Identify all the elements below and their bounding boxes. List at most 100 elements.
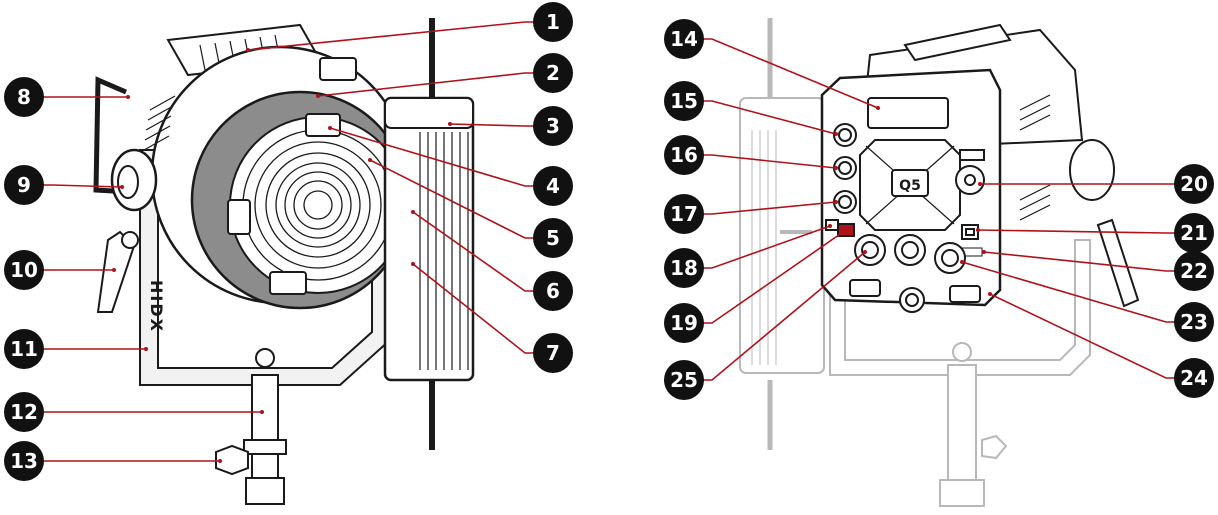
battery-top-cap — [384, 97, 474, 129]
callout-number-7: 7 — [546, 341, 560, 365]
leader-end-20 — [978, 182, 982, 186]
leader-end-17 — [834, 200, 838, 204]
callout-number-15: 15 — [670, 89, 698, 113]
ghost-yoke — [829, 239, 1091, 376]
callout-circle-23 — [1174, 302, 1214, 342]
callout-badge-20: 20 — [1174, 164, 1214, 204]
callout-badge-24: 24 — [1174, 358, 1214, 398]
leader-end-23 — [960, 260, 964, 264]
callout-number-25: 25 — [670, 368, 698, 392]
callout-number-4: 4 — [546, 174, 560, 198]
callout-circle-1 — [533, 2, 573, 42]
callout-number-24: 24 — [1180, 366, 1208, 390]
callout-circle-13 — [4, 441, 44, 481]
callout-badge-22: 22 — [1174, 251, 1214, 291]
callout-badge-9: 9 — [4, 165, 44, 205]
ghost-battery — [739, 97, 825, 374]
leader-end-3 — [448, 122, 452, 126]
yoke-lock-lever — [96, 230, 136, 313]
rear-logo: Q5 — [899, 178, 921, 194]
callout-number-11: 11 — [10, 337, 38, 361]
ghost-pin — [947, 364, 977, 491]
callout-number-12: 12 — [10, 400, 38, 424]
accessory-clip-top — [319, 57, 357, 81]
callout-circle-22 — [1174, 251, 1214, 291]
callout-badge-1: 1 — [533, 2, 573, 42]
callout-badge-16: 16 — [664, 135, 704, 175]
junior-pin — [251, 374, 279, 491]
callout-circle-3 — [533, 106, 573, 146]
leader-end-15 — [834, 132, 838, 136]
callout-number-17: 17 — [670, 202, 698, 226]
callout-circle-25 — [664, 360, 704, 400]
callout-badge-4: 4 — [533, 166, 573, 206]
leader-end-13 — [218, 459, 222, 463]
leader-end-1 — [246, 48, 250, 52]
callout-badge-8: 8 — [4, 77, 44, 117]
callout-circle-18 — [664, 248, 704, 288]
callout-badge-17: 17 — [664, 194, 704, 234]
callout-number-19: 19 — [670, 311, 698, 335]
leader-end-7 — [411, 262, 415, 266]
callout-number-6: 6 — [546, 279, 560, 303]
junior-pin-base — [245, 477, 285, 505]
callout-badge-2: 2 — [533, 53, 573, 93]
leader-end-8 — [126, 95, 130, 99]
leader-end-4 — [328, 126, 332, 130]
callout-number-22: 22 — [1180, 259, 1208, 283]
callout-badge-10: 10 — [4, 250, 44, 290]
callout-number-18: 18 — [670, 256, 698, 280]
tilt-knob-face — [117, 165, 139, 199]
yoke-lock-pivot — [121, 231, 139, 249]
leader-end-14 — [876, 106, 880, 110]
junior-pin-collar — [243, 439, 287, 455]
front-view-fixture: HIDX — [93, 18, 475, 505]
callout-circle-4 — [533, 166, 573, 206]
leader-end-25 — [863, 250, 867, 254]
leader-end-6 — [411, 210, 415, 214]
accessory-clip-bottom — [269, 271, 307, 295]
callout-badge-13: 13 — [4, 441, 44, 481]
leader-end-19 — [844, 228, 848, 232]
callout-badge-18: 18 — [664, 248, 704, 288]
callout-badges: 1234567891011121314151617181920212223242… — [4, 2, 1214, 481]
callout-circle-10 — [4, 250, 44, 290]
leader-end-2 — [316, 94, 320, 98]
rear-carry-handle — [903, 23, 1012, 62]
leader-end-18 — [828, 224, 832, 228]
callout-number-10: 10 — [10, 258, 38, 282]
callout-badge-3: 3 — [533, 106, 573, 146]
callout-circle-16 — [664, 135, 704, 175]
callout-number-14: 14 — [670, 27, 698, 51]
callout-circle-9 — [4, 165, 44, 205]
callout-number-21: 21 — [1180, 221, 1208, 245]
rear-foot-right — [949, 285, 981, 303]
callout-badge-11: 11 — [4, 329, 44, 369]
callout-circle-20 — [1174, 164, 1214, 204]
leader-end-12 — [260, 410, 264, 414]
callout-badge-21: 21 — [1174, 213, 1214, 253]
callout-number-1: 1 — [546, 10, 560, 34]
callout-number-16: 16 — [670, 143, 698, 167]
callout-circle-6 — [533, 271, 573, 311]
callout-circle-11 — [4, 329, 44, 369]
cooling-fins — [143, 95, 176, 151]
leader-end-24 — [988, 292, 992, 296]
yoke-center-bolt — [255, 348, 275, 368]
leader-end-11 — [144, 347, 148, 351]
callout-badge-23: 23 — [1174, 302, 1214, 342]
callout-number-2: 2 — [546, 61, 560, 85]
callout-badge-19: 19 — [664, 303, 704, 343]
callout-circle-2 — [533, 53, 573, 93]
rear-heatsink-fins — [1019, 94, 1051, 221]
callout-circle-5 — [533, 218, 573, 258]
leader-end-10 — [112, 268, 116, 272]
callout-badge-7: 7 — [533, 333, 573, 373]
callout-badge-6: 6 — [533, 271, 573, 311]
leader-end-5 — [368, 158, 372, 162]
callout-badge-12: 12 — [4, 392, 44, 432]
callout-number-5: 5 — [546, 226, 560, 250]
leader-end-21 — [976, 228, 980, 232]
leader-end-16 — [834, 166, 838, 170]
